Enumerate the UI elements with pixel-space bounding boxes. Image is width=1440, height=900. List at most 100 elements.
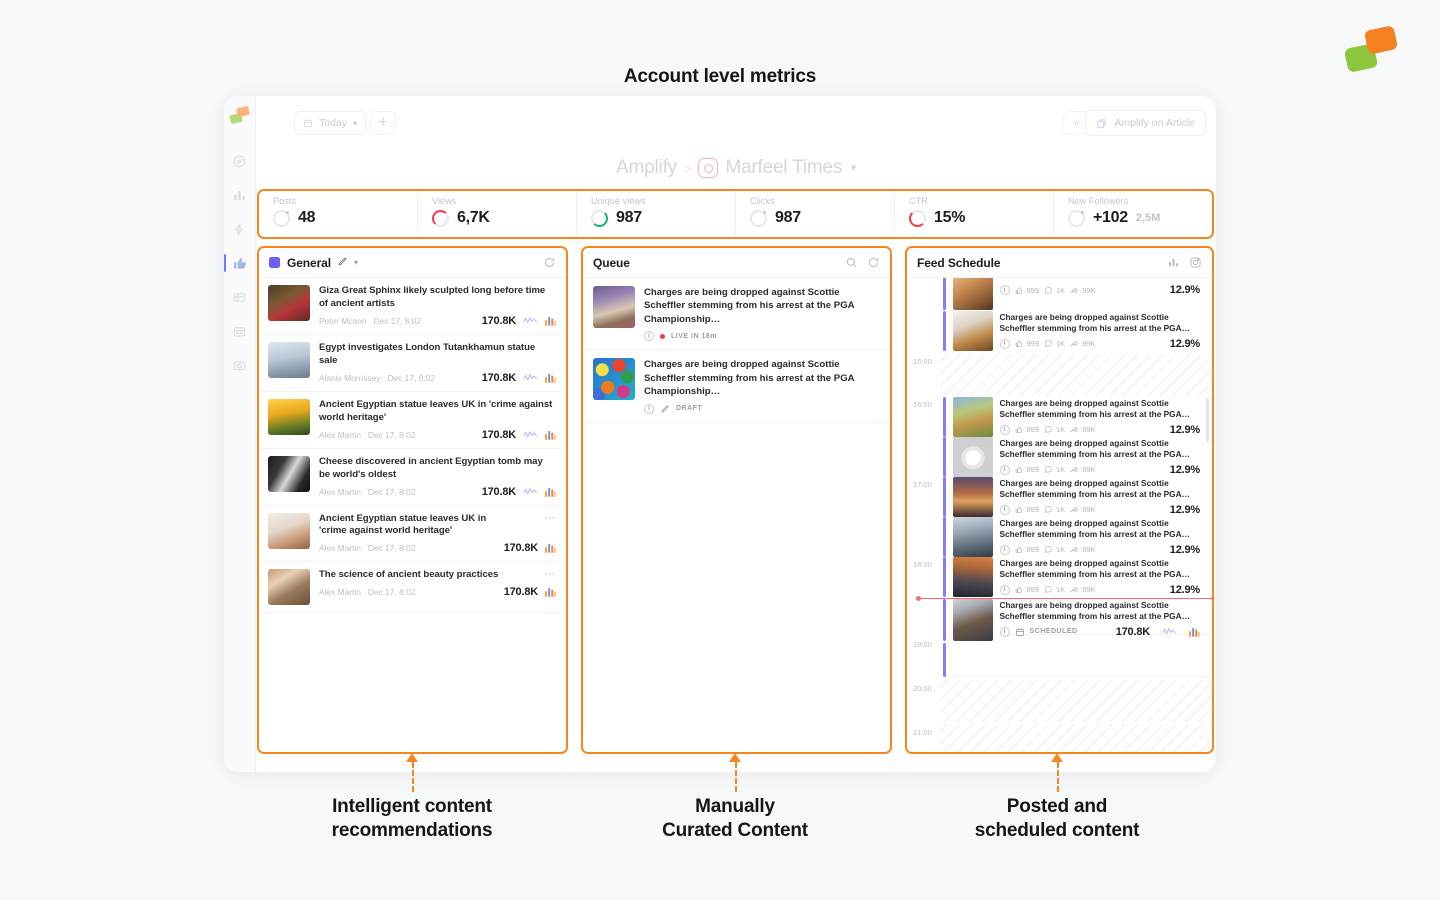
pencil-icon [660, 404, 670, 414]
list-item-date: Dec 17, 8:02 [367, 543, 416, 554]
refresh-icon[interactable] [867, 256, 880, 269]
metric-card[interactable]: CTR 15% [895, 191, 1054, 237]
list-item-title: The science of ancient beauty practices [319, 569, 499, 581]
schedule-item-value: 12.9% [1169, 284, 1200, 296]
info-icon[interactable]: i [999, 504, 1010, 515]
metric-card[interactable]: Clicks 987 [736, 191, 895, 237]
sidebar-item-calendar-icon[interactable] [227, 316, 253, 346]
info-icon[interactable]: i [999, 584, 1010, 595]
breadcrumb: Amplify > Marfeel Times ▾ [256, 148, 1216, 188]
breadcrumb-caret-icon[interactable]: ▾ [851, 162, 856, 174]
sidebar-item-camera-icon[interactable] [227, 350, 253, 380]
sparkline-icon[interactable] [523, 373, 538, 382]
breadcrumb-root[interactable]: Amplify [616, 157, 677, 178]
status-badge: SCHEDULED [1029, 628, 1078, 636]
bar-chart-icon[interactable] [545, 587, 556, 598]
metric-card[interactable]: Unique views 987 [577, 191, 736, 237]
info-icon[interactable]: i [644, 331, 654, 342]
timeline-body: i 999 1K 99K [916, 278, 1212, 752]
list-item[interactable]: Egypt investigates London Tutankhamun st… [259, 335, 566, 392]
info-icon[interactable]: i [999, 544, 1010, 555]
annotation-line-left [412, 762, 414, 792]
list-item[interactable]: ⋯ The science of ancient beauty practice… [259, 562, 566, 614]
timeline-scrollbar[interactable] [1206, 398, 1209, 442]
schedule-item[interactable]: Charges are being dropped against Scotti… [940, 437, 1200, 479]
list-item-author: Alanis Morrissey [319, 372, 381, 383]
breadcrumb-account[interactable]: Marfeel Times [725, 157, 843, 178]
sparkline-icon[interactable] [1162, 627, 1177, 636]
left-rail [224, 96, 256, 772]
bar-chart-icon[interactable] [1167, 256, 1180, 269]
info-icon[interactable]: i [999, 424, 1010, 435]
refresh-icon[interactable] [543, 256, 556, 269]
metric-card[interactable]: Posts 48 [259, 191, 418, 237]
pencil-icon[interactable] [337, 254, 348, 272]
date-range-selector[interactable]: Today ▾ [294, 111, 367, 135]
list-item[interactable]: Charges are being dropped against Scotti… [583, 278, 890, 351]
sparkline-icon[interactable] [523, 487, 538, 496]
metric-card[interactable]: Views 6,7K [418, 191, 577, 237]
schedule-item[interactable]: Charges are being dropped against Scotti… [940, 557, 1200, 599]
list-item[interactable]: Cheese discovered in ancient Egyptian to… [259, 449, 566, 506]
list-item[interactable]: Ancient Egyptian statue leaves UK in 'cr… [259, 392, 566, 449]
settings-gear-icon[interactable] [1063, 111, 1089, 135]
schedule-item[interactable]: Charges are being dropped against Scotti… [940, 517, 1200, 559]
annotation-label-left: Intelligent content recommendations [331, 796, 493, 842]
list-item-author: Peter Mcann [319, 315, 367, 326]
schedule-item-title: Charges are being dropped against Scotti… [999, 518, 1190, 540]
metric-card[interactable]: New Followers +102 2,5M [1054, 191, 1212, 237]
info-icon[interactable]: i [999, 338, 1010, 349]
list-item-value: 170.8K [503, 586, 538, 599]
list-item[interactable]: Giza Great Sphinx likely sculpted long b… [259, 278, 566, 335]
list-item-title: Charges are being dropped against Scotti… [644, 287, 855, 325]
search-icon[interactable] [845, 256, 858, 269]
list-item[interactable]: Charges are being dropped against Scotti… [583, 350, 890, 423]
list-item-date: Dec 17, 8:02 [367, 486, 416, 497]
add-button[interactable]: + [370, 111, 396, 135]
amplify-on-article-button[interactable]: Amplify on Article [1085, 110, 1206, 136]
list-item-menu-icon[interactable]: ⋯ [544, 511, 556, 524]
info-icon[interactable]: i [999, 626, 1010, 637]
thumbnail [268, 341, 310, 378]
status-badge: DRAFT [676, 405, 703, 413]
thumbnail [952, 397, 993, 437]
shares-stat: 99K [1070, 585, 1096, 594]
sidebar-item-thumbs-up-icon[interactable] [224, 248, 253, 278]
list-item-title: Cheese discovered in ancient Egyptian to… [319, 455, 543, 480]
bar-chart-icon[interactable] [545, 373, 556, 383]
status-badge: LIVE IN 18m [671, 332, 717, 340]
list-item[interactable]: ⋯ Ancient Egyptian statue leaves UK in '… [259, 506, 566, 563]
annotation-arrow-right [1051, 753, 1063, 762]
likes-stat: 999 [1015, 465, 1039, 474]
sidebar-item-compass-icon[interactable] [227, 146, 253, 176]
list-item-menu-icon[interactable]: ⋯ [544, 568, 556, 581]
schedule-item[interactable]: Charges are being dropped against Scotti… [940, 599, 1200, 643]
bar-chart-icon[interactable] [1189, 627, 1200, 637]
bar-chart-icon[interactable] [545, 543, 556, 554]
current-time-indicator [916, 596, 1212, 601]
comments-stat: 1K [1044, 585, 1065, 594]
instagram-icon[interactable] [1189, 256, 1202, 269]
schedule-item[interactable]: Charges are being dropped against Scotti… [940, 311, 1200, 353]
sparkline-icon[interactable] [523, 316, 538, 325]
annotation-line-right [1057, 762, 1059, 792]
app-topbar: Today ▾ + Amplify on Article [256, 96, 1216, 148]
sidebar-item-lightning-icon[interactable] [227, 214, 253, 244]
bar-chart-icon[interactable] [545, 487, 556, 497]
schedule-item[interactable]: Charges are being dropped against Scotti… [940, 397, 1200, 439]
time-label: 19:00 [913, 640, 932, 649]
bar-chart-icon[interactable] [545, 316, 556, 326]
bar-chart-icon[interactable] [545, 430, 556, 440]
info-icon[interactable]: i [999, 285, 1010, 295]
info-icon[interactable]: i [644, 403, 654, 414]
schedule-item[interactable]: i 999 1K 99K [940, 278, 1200, 310]
panel-general-caret-icon[interactable]: ▾ [354, 258, 359, 267]
schedule-item-title: Charges are being dropped against Scotti… [999, 478, 1190, 500]
schedule-item[interactable]: Charges are being dropped against Scotti… [940, 477, 1200, 519]
comments-stat: 1K [1044, 505, 1065, 514]
feed-schedule-timeline[interactable]: 15:00 16:00 17:00 18:00 19:00 20:00 21:0… [907, 278, 1212, 752]
info-icon[interactable]: i [999, 464, 1010, 475]
sidebar-item-campaign-icon[interactable] [227, 282, 253, 312]
sidebar-item-bar-chart-icon[interactable] [227, 180, 253, 210]
sparkline-icon[interactable] [523, 430, 538, 439]
